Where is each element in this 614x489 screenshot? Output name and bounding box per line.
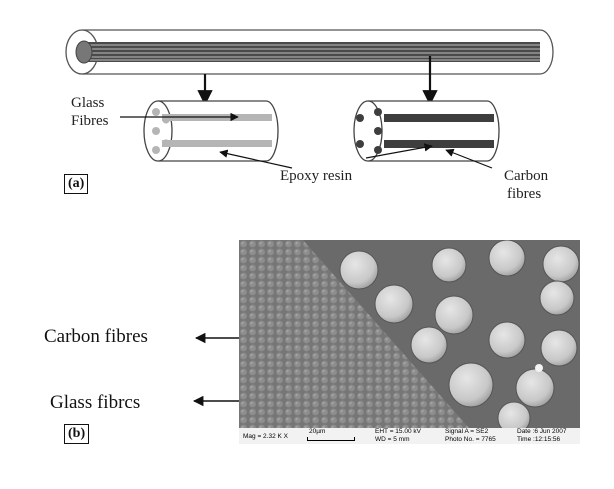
glass-fibre-bundle bbox=[144, 101, 278, 161]
carbon-fibres-label-line1: Carbon bbox=[504, 168, 548, 185]
carbon-fibres-micrograph-label: Carbon fibres bbox=[44, 326, 148, 347]
glass-fibres-micrograph-label: Glass fibrcs bbox=[50, 392, 140, 413]
sem-scale-label: 20µm bbox=[309, 428, 325, 435]
sem-eht: EHT = 15.00 kV bbox=[375, 428, 421, 435]
sem-magnification: Mag = 2.32 K X bbox=[243, 433, 288, 440]
panel-a-tag: (a) bbox=[64, 174, 88, 194]
sem-date: Date :6 Jun 2007 bbox=[517, 428, 567, 435]
sem-info-bar: Mag = 2.32 K X 20µm EHT = 15.00 kV WD = … bbox=[239, 428, 580, 444]
carbon-fibres-label-line2: fibres bbox=[507, 186, 541, 203]
sem-signal: Signal A = SE2 bbox=[445, 428, 488, 435]
carbon-fibre-bundle bbox=[354, 101, 499, 161]
sem-micrograph: Mag = 2.32 K X 20µm EHT = 15.00 kV WD = … bbox=[239, 240, 580, 444]
epoxy-resin-label: Epoxy resin bbox=[280, 168, 352, 185]
sem-photo-no: Photo No. = 7765 bbox=[445, 436, 496, 443]
composite-rod bbox=[66, 30, 553, 74]
sem-wd: WD = 5 mm bbox=[375, 436, 410, 443]
sem-time: Time :12:15:56 bbox=[517, 436, 560, 443]
sem-image bbox=[239, 240, 580, 428]
sem-scale-bar bbox=[307, 437, 355, 441]
glass-fibres-label-line1: Glass bbox=[71, 95, 104, 112]
panel-b-tag: (b) bbox=[64, 424, 89, 444]
glass-fibres-label-line2: Fibres bbox=[71, 113, 109, 130]
